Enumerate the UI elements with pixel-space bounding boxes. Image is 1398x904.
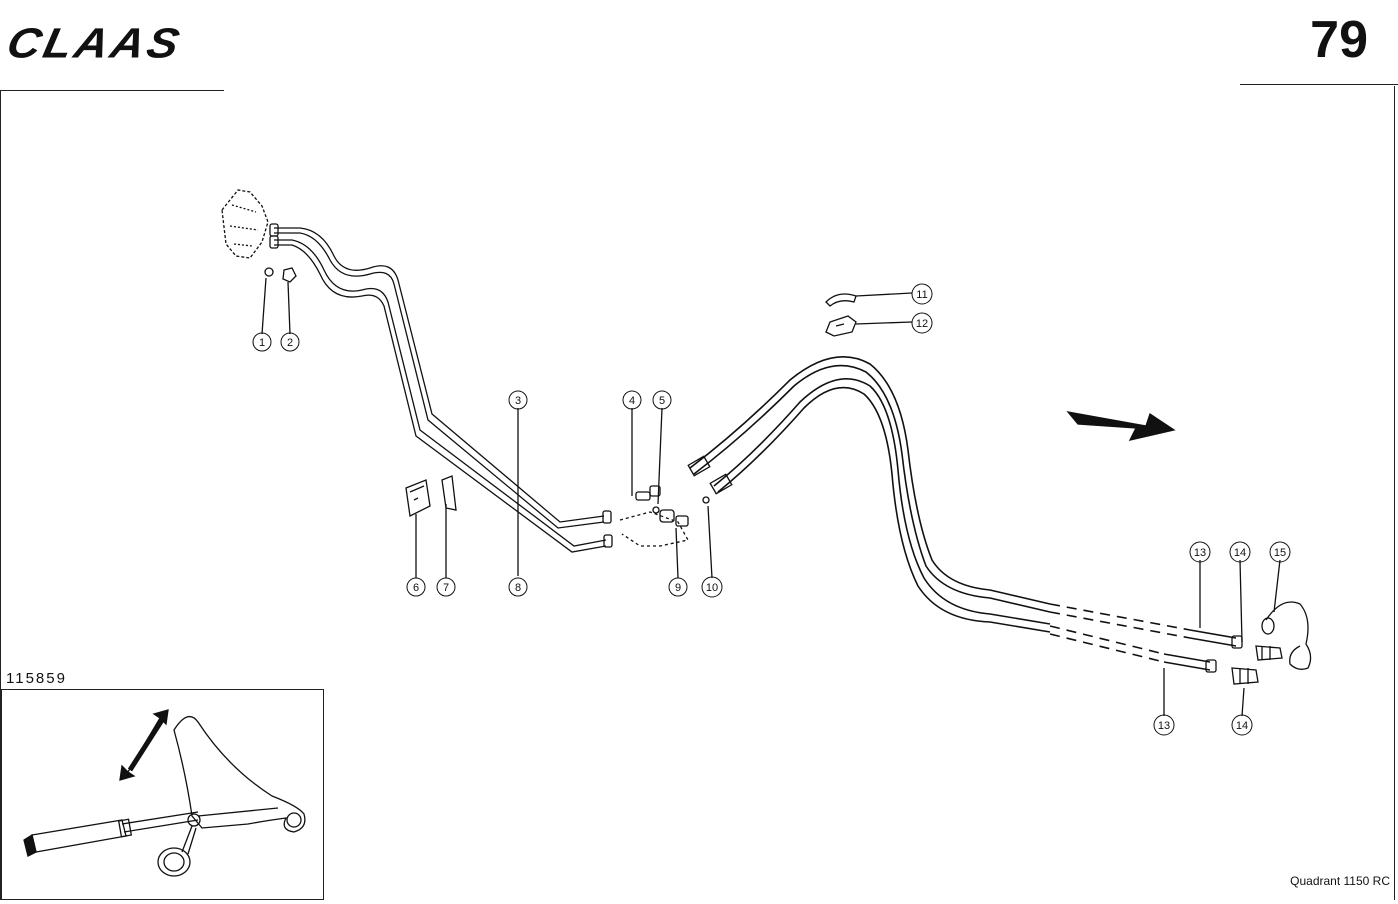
inset-location-view bbox=[1, 689, 324, 900]
svg-text:12: 12 bbox=[916, 318, 928, 330]
callout-7: 7 bbox=[436, 577, 456, 597]
svg-text:13: 13 bbox=[1158, 720, 1170, 732]
callout-10: 10 bbox=[701, 576, 723, 598]
callout-4: 4 bbox=[622, 390, 642, 410]
control-valve bbox=[221, 189, 269, 259]
page-number-rule bbox=[1240, 84, 1398, 85]
svg-text:7: 7 bbox=[443, 582, 449, 594]
callout-13-lower: 13 bbox=[1153, 714, 1175, 736]
svg-text:6: 6 bbox=[413, 582, 419, 594]
page-number: 79 bbox=[1310, 11, 1368, 69]
svg-text:1: 1 bbox=[259, 337, 265, 349]
svg-text:13: 13 bbox=[1194, 547, 1206, 559]
callout-11: 11 bbox=[911, 283, 933, 305]
svg-text:9: 9 bbox=[675, 582, 681, 594]
svg-text:2: 2 bbox=[287, 337, 293, 349]
svg-text:3: 3 bbox=[515, 395, 521, 407]
svg-text:4: 4 bbox=[629, 395, 635, 407]
pipe-8-lower bbox=[274, 239, 607, 547]
svg-text:15: 15 bbox=[1274, 547, 1286, 559]
clamp-11 bbox=[825, 293, 857, 307]
svg-text:8: 8 bbox=[515, 582, 521, 594]
dust-cap-15 bbox=[1265, 601, 1312, 670]
pipe-3-upper-b bbox=[274, 232, 605, 529]
clamp-block-6 bbox=[405, 479, 431, 517]
callout-8: 8 bbox=[508, 577, 528, 597]
svg-text:10: 10 bbox=[706, 582, 718, 594]
cylinder-inset-diagram bbox=[23, 709, 306, 877]
callout-14-lower: 14 bbox=[1231, 714, 1253, 736]
callout-3: 3 bbox=[508, 390, 528, 410]
model-name: Quadrant 1150 RC bbox=[1290, 874, 1390, 888]
svg-text:11: 11 bbox=[916, 289, 927, 301]
frame-left bbox=[0, 90, 1, 900]
callout-2: 2 bbox=[280, 332, 300, 352]
callout-6: 6 bbox=[406, 577, 426, 597]
pipe-8-lower-b bbox=[274, 244, 607, 553]
svg-text:14: 14 bbox=[1234, 547, 1246, 559]
hose-13-upper bbox=[689, 356, 1051, 605]
svg-text:14: 14 bbox=[1236, 720, 1248, 732]
svg-text:5: 5 bbox=[659, 395, 665, 407]
drawing-number: 115859 bbox=[6, 670, 67, 687]
callout-14-upper: 14 bbox=[1229, 541, 1251, 563]
callout-1: 1 bbox=[252, 332, 272, 352]
header-rule bbox=[0, 90, 224, 91]
pipe-3-upper bbox=[274, 227, 605, 523]
direction-arrow-icon bbox=[1066, 411, 1176, 441]
frame-right bbox=[1394, 86, 1395, 900]
callout-9: 9 bbox=[668, 577, 688, 597]
callout-13-upper: 13 bbox=[1189, 541, 1211, 563]
hose-13-lower bbox=[713, 378, 1051, 625]
callout-12: 12 bbox=[911, 312, 933, 334]
callout-15: 15 bbox=[1269, 541, 1291, 563]
callout-5: 5 bbox=[652, 390, 672, 410]
clamp-12 bbox=[825, 315, 857, 337]
clip-7 bbox=[441, 475, 457, 511]
